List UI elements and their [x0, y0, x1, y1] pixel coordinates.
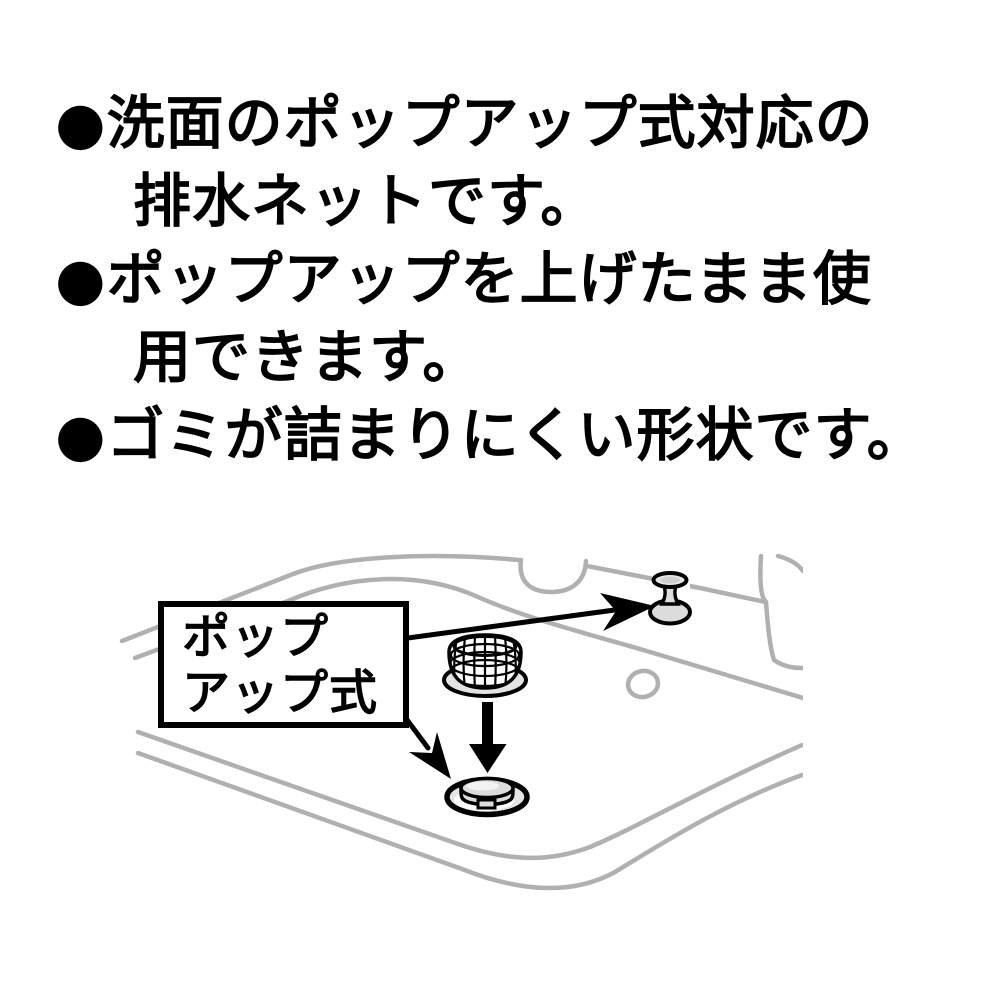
product-description: ●洗面のポップアップ式対応の 排水ネットです。 ●ポップアップを上げたまま使 用… [55, 84, 975, 474]
insert-arrow [469, 702, 507, 773]
popup-label-line-1: ポップ [182, 609, 330, 665]
washbasin-outline [119, 553, 803, 891]
net-mesh [449, 635, 521, 688]
bullet-2-line-2: 用できます。 [133, 323, 482, 391]
washbasin-diagram [119, 553, 803, 891]
bullet-1-line-1: ●洗面のポップアップ式対応の [55, 89, 874, 157]
faucet-hole-notch [518, 557, 589, 595]
faucet-outline [758, 553, 803, 671]
drain-plug [444, 776, 530, 818]
popup-knob [648, 571, 692, 628]
drain-net [442, 633, 528, 698]
bullet-1-line-2: 排水ネットです。 [133, 167, 600, 235]
popup-label-box: ポップ アップ式 [158, 601, 409, 728]
bullet-2-line-1: ●ポップアップを上げたまま使 [55, 245, 872, 313]
arrow-to-knob [390, 593, 655, 643]
popup-label-line-2: アップ式 [182, 665, 379, 721]
overflow-hole [625, 668, 661, 700]
bullet-3-line-1: ●ゴミが詰まりにくい形状です。 [55, 401, 926, 469]
